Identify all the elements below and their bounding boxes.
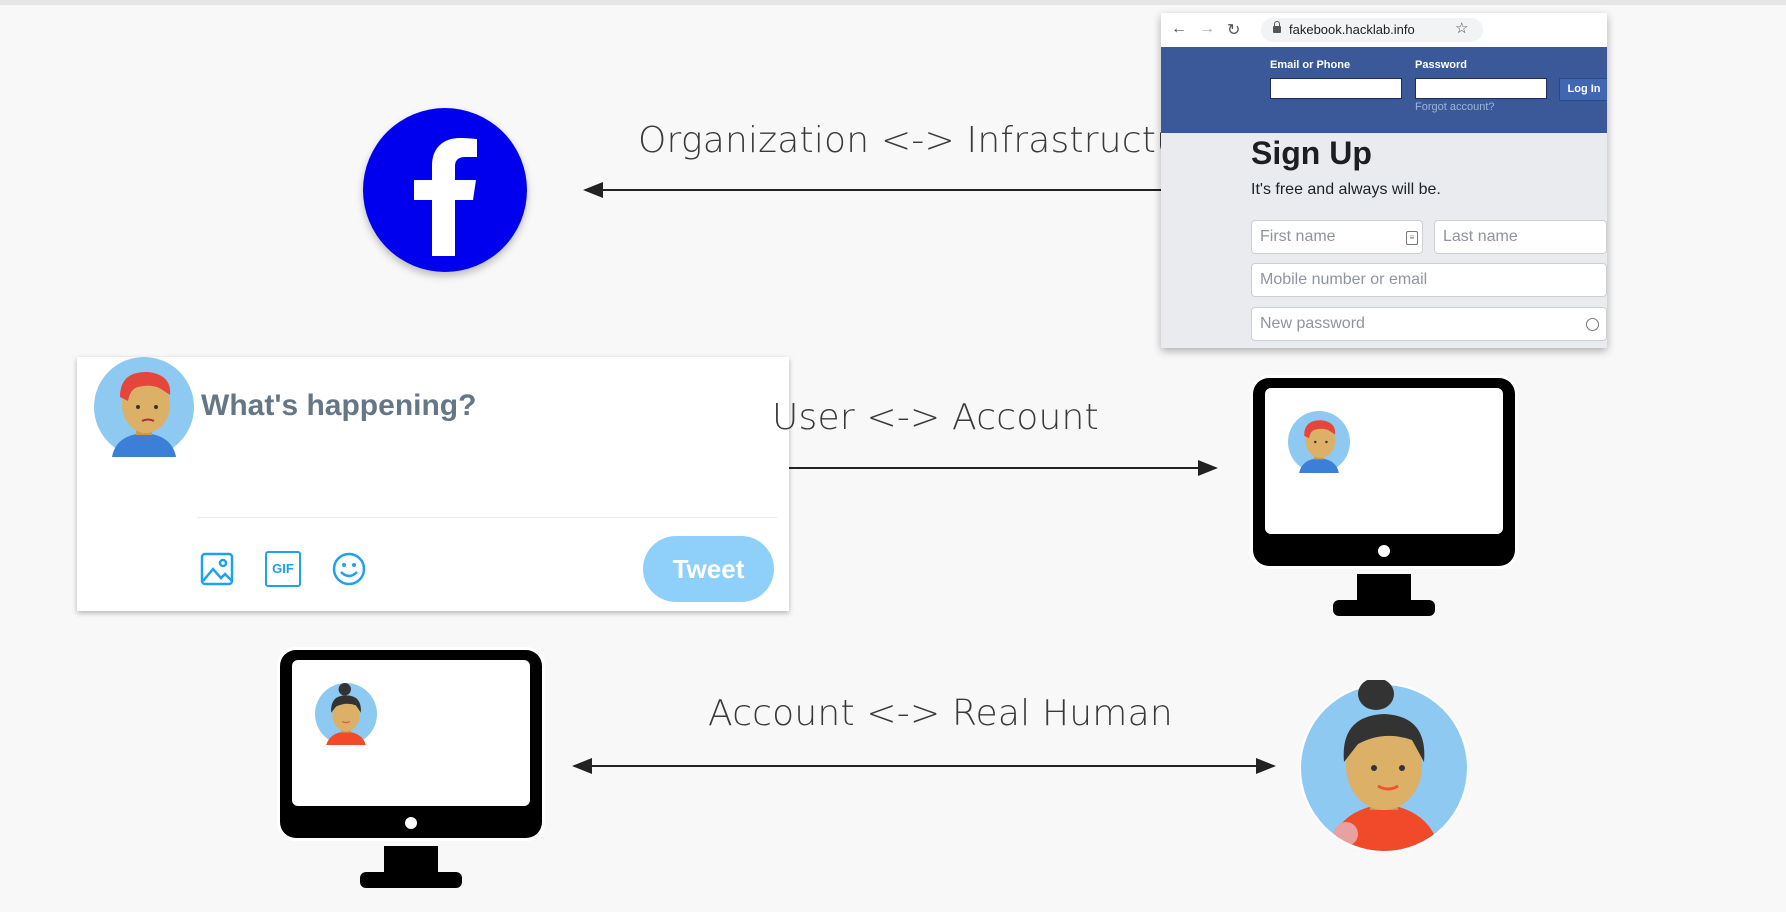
autofill-icon: ≡ (1406, 231, 1418, 245)
browser-toolbar: ← → ↻ fakebook.hacklab.info ☆ (1161, 13, 1607, 48)
bookmark-star-icon[interactable]: ☆ (1455, 20, 1469, 37)
last-name-input[interactable]: Last name (1434, 220, 1607, 254)
relation-label-org-infra: Organization <-> Infrastructure (638, 120, 1216, 161)
facebook-logo (363, 108, 527, 272)
first-name-placeholder: First name (1260, 228, 1336, 245)
gif-icon[interactable]: GIF (265, 551, 301, 587)
female-avatar-icon (1300, 680, 1468, 852)
forgot-account-link[interactable]: Forgot account? (1415, 101, 1495, 113)
composer-divider (197, 517, 777, 518)
lock-icon (1273, 21, 1281, 33)
signup-title: Sign Up (1251, 135, 1372, 171)
signup-subtitle: It's free and always will be. (1251, 181, 1441, 198)
login-email-input[interactable] (1270, 78, 1402, 99)
reload-icon[interactable]: ↻ (1227, 22, 1241, 39)
relation-label-account-human: Account <-> Real Human (708, 693, 1173, 734)
address-bar-url: fakebook.hacklab.info (1289, 22, 1415, 37)
login-button[interactable]: Log In (1559, 78, 1607, 101)
password-key-icon (1586, 318, 1599, 331)
fakebook-browser-window: ← → ↻ fakebook.hacklab.info ☆ Email or P… (1161, 13, 1607, 348)
monitor-female-account-icon (277, 647, 545, 888)
image-icon[interactable] (199, 551, 235, 587)
first-name-input[interactable]: First name ≡ (1251, 220, 1423, 254)
fakebook-header: Email or Phone Password Forgot account? (1161, 47, 1607, 133)
top-edge (0, 0, 1786, 5)
new-password-input[interactable]: New password (1251, 307, 1607, 341)
last-name-placeholder: Last name (1443, 228, 1518, 245)
mobile-email-input[interactable]: Mobile number or email (1251, 263, 1607, 297)
tweet-button[interactable]: Tweet (643, 536, 774, 602)
email-label: Email or Phone (1270, 59, 1351, 71)
back-arrow-icon[interactable]: ← (1171, 20, 1187, 37)
new-password-placeholder: New password (1260, 315, 1365, 332)
tweet-placeholder[interactable]: What's happening? (201, 389, 477, 422)
password-label: Password (1415, 59, 1467, 71)
forward-arrow-icon[interactable]: → (1199, 20, 1215, 37)
login-password-input[interactable] (1415, 78, 1547, 99)
address-bar[interactable]: fakebook.hacklab.info (1261, 18, 1483, 42)
male-avatar-icon (94, 357, 194, 457)
emoji-icon[interactable] (331, 551, 367, 587)
relation-label-user-account: User <-> Account (772, 397, 1099, 438)
monitor-male-account-icon (1250, 375, 1518, 616)
facebook-f-icon (414, 138, 477, 256)
mobile-email-placeholder: Mobile number or email (1260, 271, 1428, 288)
tweet-composer: What's happening? GIF Tweet (77, 357, 789, 611)
